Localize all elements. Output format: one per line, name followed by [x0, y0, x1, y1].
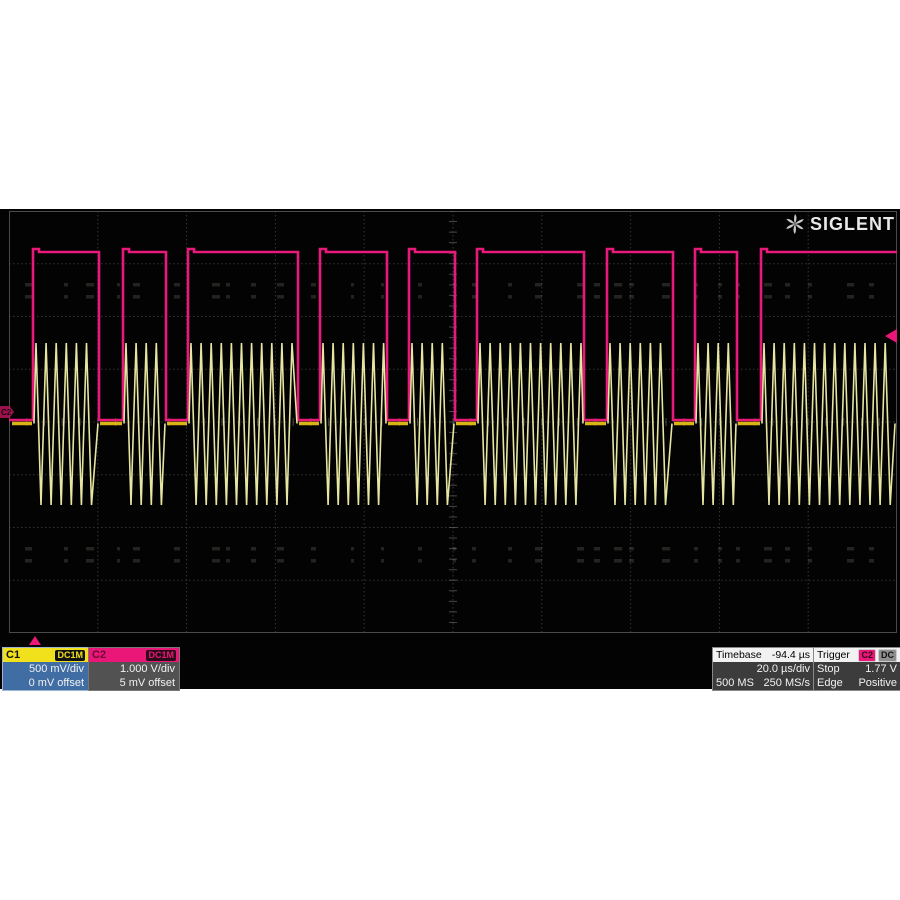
channel1-descriptor-box[interactable]: C1 DC1M 500 mV/div 0 mV offset [2, 647, 89, 691]
trigger-position-icon[interactable] [29, 636, 41, 645]
channel2-scale: 1.000 V/div [119, 663, 175, 675]
timebase-delay: -94.4 µs [771, 649, 810, 661]
trigger-box[interactable]: Trigger C2 DC Stop 1.77 V Edge Positive [813, 647, 900, 691]
brand-name: SIGLENT [809, 213, 895, 234]
trigger-coupling-badge: DC [878, 648, 897, 662]
memory-depth: 500 MS [716, 677, 754, 689]
trigger-mode: Stop [817, 663, 840, 675]
pinwheel-icon [786, 214, 804, 234]
trigger-source-badge: C2 [858, 648, 876, 662]
channel1-coupling-badge: DC1M [55, 649, 85, 661]
channel-position-marker[interactable]: C2 [0, 406, 14, 418]
sample-rate: 250 MS/s [763, 677, 810, 689]
trigger-type: Edge [817, 677, 843, 689]
trigger-slope: Positive [858, 677, 897, 689]
timebase-title: Timebase [716, 649, 762, 661]
channel2-offset: 5 mV offset [119, 677, 175, 689]
waveform-display [9, 211, 897, 633]
scope-screen: SIGLENT C2 C1 DC1M 500 mV/div 0 mV offse… [0, 209, 900, 691]
trigger-level-icon [885, 329, 897, 343]
channel1-offset: 0 mV offset [28, 677, 84, 689]
trigger-level: 1.77 V [865, 663, 897, 675]
brand-logo: SIGLENT [784, 213, 895, 235]
channel2-descriptor-box[interactable]: C2 DC1M 1.000 V/div 5 mV offset [88, 647, 180, 691]
timebase-scale: 20.0 µs/div [756, 663, 810, 675]
channel2-coupling-badge: DC1M [146, 649, 176, 661]
channel2-label: C2 [92, 649, 107, 661]
channel1-label: C1 [6, 649, 21, 661]
timebase-box[interactable]: Timebase -94.4 µs 20.0 µs/div 500 MS 250… [712, 647, 814, 691]
channel-position-marker-label: C2 [1, 407, 12, 417]
channel1-scale: 500 mV/div [28, 663, 84, 675]
trigger-title: Trigger [817, 649, 850, 661]
